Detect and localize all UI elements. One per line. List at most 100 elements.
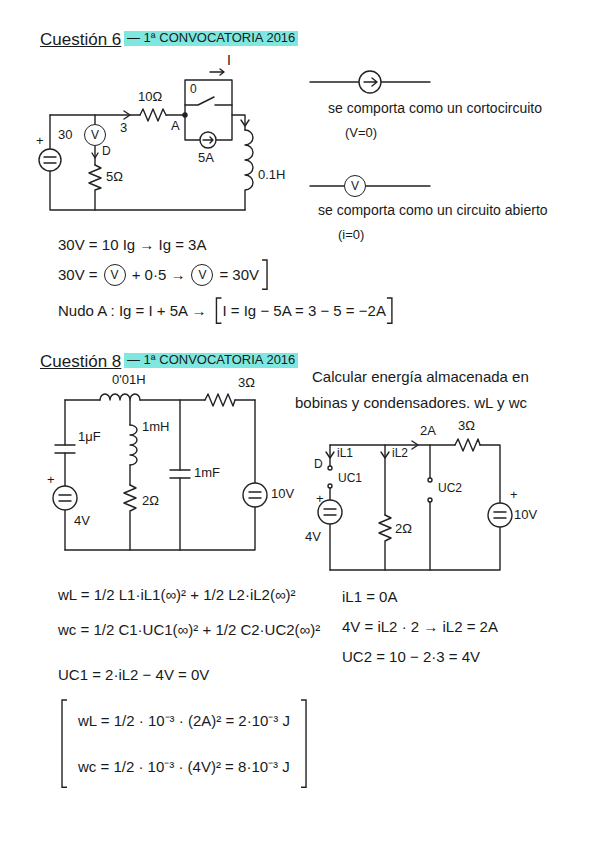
current-label: D — [314, 458, 323, 472]
capacitor-value: 1μF — [78, 430, 101, 445]
current-label: I — [227, 52, 231, 68]
voltage-label: UC1 — [338, 472, 362, 486]
voltage-value: 10V — [514, 508, 537, 523]
current-label: 3 — [120, 121, 127, 136]
equation: wL = 1/2 L1·iL1(∞)² + 1/2 L2·iL2(∞)² — [58, 586, 296, 603]
note-text: Calcular energía almacenada en — [312, 368, 529, 385]
voltage-source-symbol — [488, 503, 512, 527]
bracket — [216, 298, 221, 323]
current-label: iL1 — [337, 447, 353, 461]
voltage-value: 10V — [271, 487, 294, 502]
node-label: A — [171, 119, 180, 134]
voltage-source-symbol — [243, 483, 267, 507]
polarity-sign: + — [47, 473, 55, 488]
equation: 30V = 10 Ig → Ig = 3A — [58, 236, 206, 253]
current-value: 2A — [420, 424, 436, 439]
wire — [429, 445, 430, 570]
wire — [64, 400, 65, 550]
wire — [50, 114, 185, 115]
capacitor-value: 1mF — [194, 466, 220, 481]
current-value: 5A — [198, 151, 214, 166]
resistor-value: 2Ω — [142, 494, 159, 509]
open-terminal — [328, 466, 332, 470]
wire — [330, 445, 500, 570]
current-arrow — [326, 452, 334, 458]
voltage-source-symbol — [39, 149, 61, 171]
resistor-value: 2Ω — [395, 522, 412, 537]
voltage-source-symbol — [53, 486, 77, 510]
equation: wc = 1/2 C1·UC1(∞)² + 1/2 C2·UC2(∞)² — [58, 621, 320, 638]
current-arrow — [241, 120, 249, 126]
resistor-symbol — [379, 515, 391, 570]
note-text: bobinas y condensadores. wL y wc — [295, 394, 527, 411]
equation: wL = 1/2 · 10⁻³ · (2A)² = 2·10⁻³ J — [78, 712, 290, 729]
current-arrow — [124, 111, 130, 119]
heading: — 1ª CONVOCATORIA 2016 — [124, 353, 298, 368]
equation: wc = 1/2 · 10⁻³ · (4V)² = 8·10⁻³ J — [78, 758, 290, 775]
open-terminal — [328, 484, 332, 488]
note-text: se comporta como un circuito abierto — [318, 202, 548, 218]
voltage-value: 4V — [305, 530, 321, 545]
inductor-symbol — [100, 394, 140, 400]
capacitor-symbol — [170, 470, 190, 478]
heading: — 1ª CONVOCATORIA 2016 — [124, 31, 298, 46]
inductor-value: 0'01H — [112, 373, 146, 388]
inductor-value: 0.1H — [258, 168, 285, 183]
equation: + 0·5 → — [132, 266, 186, 283]
wire — [185, 80, 232, 140]
open-terminal — [428, 498, 432, 502]
resistor-symbol — [455, 439, 480, 451]
symbol-letter: V — [91, 129, 99, 141]
wire — [310, 185, 430, 186]
ammeter-symbol — [200, 132, 216, 148]
current-arrow — [412, 441, 418, 449]
capacitor-symbol — [55, 445, 75, 453]
voltmeter-symbol: V — [191, 264, 213, 286]
voltage-label: UC2 — [438, 482, 462, 496]
equation: I = Ig − 5A = 3 − 5 = −2A — [222, 302, 385, 319]
equation: Nudo A : Ig = I + 5A → — [58, 302, 206, 319]
switch-symbol — [185, 97, 232, 105]
current-arrow — [92, 153, 98, 158]
symbol-letter: V — [351, 180, 359, 192]
voltage-source-symbol — [249, 492, 261, 498]
wire — [50, 115, 245, 210]
symbol-letter: V — [198, 269, 206, 281]
voltage-source-symbol — [44, 157, 56, 163]
ammeter-symbol — [364, 78, 377, 86]
resistor-value: 10Ω — [138, 90, 162, 105]
voltmeter-symbol: V — [344, 175, 366, 197]
voltage-source-symbol — [494, 512, 506, 518]
resistor-symbol — [140, 109, 166, 121]
voltage-value: 4V — [74, 514, 90, 529]
note-text: (V=0) — [345, 126, 377, 141]
resistor-value: 5Ω — [106, 170, 123, 185]
bracket — [62, 700, 67, 787]
heading: Cuestión 6 — [40, 30, 121, 50]
resistor-value: 3Ω — [238, 376, 255, 391]
wire — [129, 400, 130, 485]
wire — [384, 445, 385, 515]
equation: 4V = iL2 · 2 → iL2 = 2A — [342, 618, 498, 635]
resistor-symbol — [89, 165, 101, 210]
equation: UC1 = 2·iL2 − 4V = 0V — [58, 666, 209, 683]
equation: 30V = — [58, 266, 98, 283]
equation: UC2 = 10 − 2·3 = 4V — [342, 648, 480, 665]
voltmeter-symbol: V — [84, 124, 106, 146]
equation: iL1 = 0A — [342, 588, 397, 605]
current-label: D — [102, 145, 111, 159]
inductor-value: 1mH — [142, 420, 169, 435]
switch-label: 0 — [190, 83, 197, 97]
voltage-source-symbol — [324, 509, 336, 515]
resistor-value: 3Ω — [458, 419, 475, 434]
resistor-symbol — [205, 394, 235, 406]
bracket — [387, 298, 392, 323]
voltage-value: 30 — [58, 128, 72, 143]
polarity-sign: + — [316, 492, 324, 507]
current-arrow — [381, 452, 389, 458]
resistor-symbol — [124, 485, 136, 550]
open-terminal — [428, 478, 432, 482]
wire — [65, 400, 255, 550]
ammeter-symbol — [359, 71, 381, 93]
